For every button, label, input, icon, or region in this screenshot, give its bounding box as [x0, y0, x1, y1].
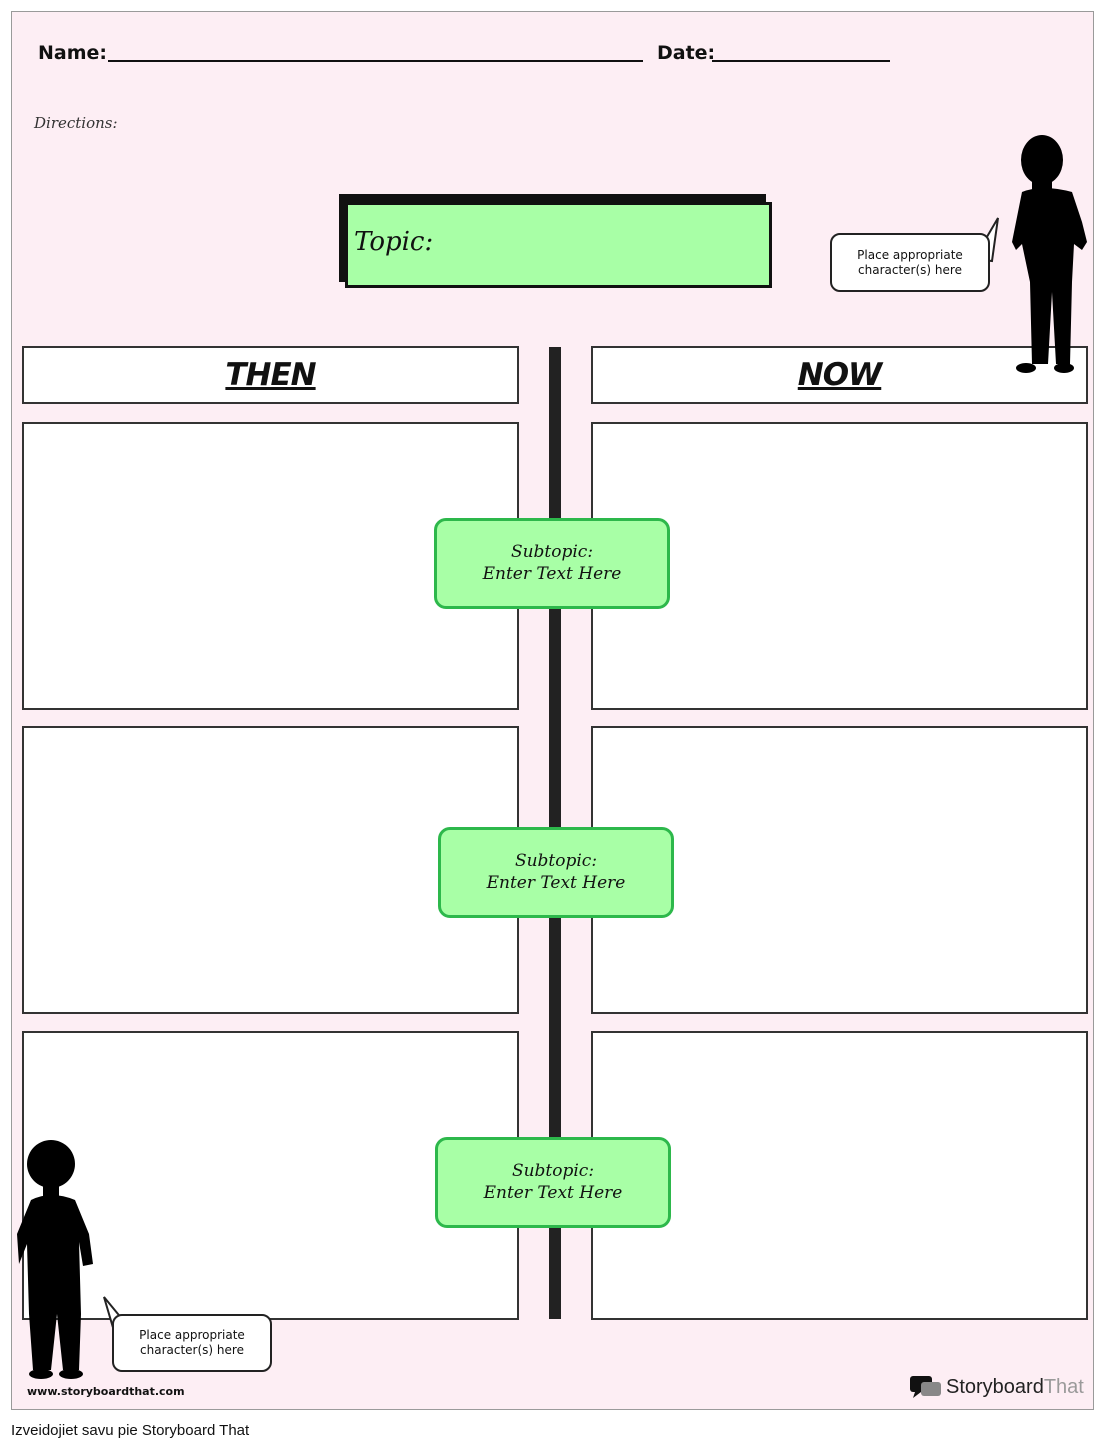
then-title: THEN [225, 357, 316, 393]
directions-label: Directions: [34, 114, 118, 132]
subtopic-3-text: Enter Text Here [483, 1182, 623, 1203]
subtopic-1-title: Subtopic: [510, 542, 594, 563]
subtopic-box-2[interactable]: Subtopic: Enter Text Here [438, 827, 674, 918]
subtopic-2-title: Subtopic: [514, 851, 598, 872]
now-panel-3[interactable] [591, 1031, 1088, 1320]
subtopic-box-3[interactable]: Subtopic: Enter Text Here [435, 1137, 671, 1228]
subtopic-2-text: Enter Text Here [486, 872, 626, 893]
speech-bubble-bottom[interactable]: Place appropriate character(s) here [112, 1314, 272, 1372]
now-title: NOW [797, 357, 882, 393]
then-panel-2[interactable] [22, 726, 519, 1014]
bubble-bottom-line1: Place appropriate [139, 1328, 245, 1342]
page-caption[interactable]: Izveidojiet savu pie Storyboard That [11, 1422, 250, 1439]
bubble-top-line2: character(s) here [858, 262, 962, 277]
bubble-bottom-line2: character(s) here [140, 1343, 244, 1357]
topic-box[interactable]: Topic: [345, 202, 772, 288]
character-silhouette-bottom[interactable] [17, 1134, 107, 1379]
worksheet: Name: Date: Directions: Topic: Place app… [11, 11, 1094, 1410]
name-label: Name: [38, 42, 108, 64]
now-header: NOW [591, 346, 1088, 404]
date-line[interactable] [712, 60, 890, 62]
bubble-top-line1: Place appropriate [857, 247, 963, 262]
now-panel-2[interactable] [591, 726, 1088, 1014]
then-header: THEN [22, 346, 519, 404]
date-label: Date: [657, 42, 716, 64]
subtopic-3-title: Subtopic: [511, 1161, 595, 1182]
brand-that: That [1043, 1375, 1084, 1398]
subtopic-1-text: Enter Text Here [482, 563, 622, 584]
brand-storyboard: Storyboard [946, 1375, 1044, 1398]
logo-bubble-icon [910, 1376, 941, 1398]
name-line[interactable] [108, 60, 643, 62]
character-silhouette-top[interactable] [1012, 132, 1096, 377]
footer-url[interactable]: www.storyboardthat.com [27, 1385, 185, 1398]
topic-label: Topic: [354, 227, 434, 257]
speech-bubble-top[interactable]: Place appropriate character(s) here [830, 233, 990, 292]
subtopic-box-1[interactable]: Subtopic: Enter Text Here [434, 518, 670, 609]
